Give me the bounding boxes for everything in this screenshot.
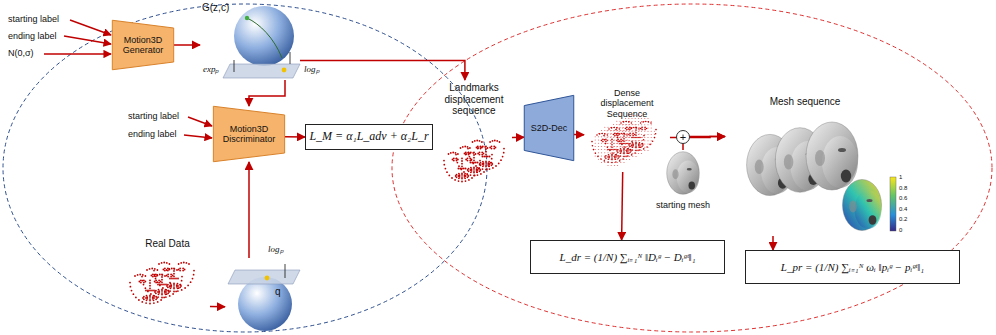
flow-arrow (210, 306, 225, 308)
starting-mesh: starting mesh (645, 150, 721, 212)
node-text: Motion3D Discriminator (217, 124, 281, 145)
landmark-points (615, 121, 657, 152)
flow-arrow (622, 172, 623, 240)
loss-box: L_dr = (1/N) ∑ᵢ₌₁ᴺ ‖Dᵢᵍ − Dᵢᵍᵗ‖₁ (530, 240, 725, 274)
generator-region (3, 4, 487, 332)
landmark-sequence: Landmarks displacement sequence (436, 80, 512, 195)
head-mesh (806, 122, 858, 190)
annotation-label: expₚ (203, 64, 220, 74)
flow-arrow (174, 44, 200, 46)
node-text: L_dr = (1/N) ∑ᵢ₌₁ᴺ ‖Dᵢᵍ − Dᵢᵍᵗ‖₁ (560, 251, 696, 264)
dense-points (595, 127, 631, 166)
annotation-label: 0.6 (899, 195, 907, 202)
node-text: Motion3D Generator (116, 35, 170, 56)
annotation-label: logₚ (268, 244, 284, 254)
text-holder: starting mesh (645, 150, 721, 212)
node-text: Dense displacement Sequence (588, 88, 666, 119)
node-text: Real Data (145, 238, 189, 250)
landmark-points (603, 127, 645, 158)
node-text: S2D-Dec (531, 123, 568, 133)
flow-arrow (248, 162, 250, 258)
node-text: G(z,c) (202, 2, 229, 14)
annotation-label: logₚ (304, 64, 320, 74)
text-holder: L_M = α₁L_adv + α₂L_r (306, 125, 432, 149)
landmark-points (467, 140, 505, 171)
color-bar (890, 177, 896, 231)
annotation-label: starting label (8, 14, 59, 24)
text-holder: L_dr = (1/N) ∑ᵢ₌₁ᴺ ‖Dᵢᵍ − Dᵢᵍᵗ‖₁ (531, 241, 724, 273)
node-text: Mesh sequence (770, 96, 841, 108)
flow-arrow (512, 136, 524, 138)
landmark-points (153, 262, 195, 293)
dense-points (619, 115, 655, 154)
sum-symbol: + (676, 130, 690, 144)
text-holder: Landmarks displacement sequence (436, 80, 512, 195)
node-text: L_pr = (1/N) ∑ᵢ₌₁ᴺ ωᵢ ‖pᵢᵍ − pᵢᵍᵗ‖₁ (781, 261, 924, 274)
real-data: Real Data (125, 236, 210, 320)
annotation-label: 1 (899, 174, 902, 181)
text-holder: q (275, 286, 281, 298)
head-mesh (843, 180, 882, 231)
head-mesh (667, 152, 700, 195)
loss-box: L_pr = (1/N) ∑ᵢ₌₁ᴺ ωᵢ ‖pᵢᵍ − pᵢᵍᵗ‖₁ (745, 250, 960, 284)
input-arrows (44, 20, 212, 138)
landmark-points (141, 268, 183, 299)
real-data-sphere: q (225, 258, 300, 333)
annotation-label: 0.2 (899, 216, 907, 223)
flow-arrow (772, 236, 774, 250)
mesh-sequence: Mesh sequence (725, 94, 885, 236)
loss-box: L_M = α₁L_adv + α₂L_r (305, 124, 433, 150)
node-text: L_M = α₁L_adv + α₂L_r (309, 130, 428, 144)
flow-arrow (574, 134, 584, 136)
text-holder: G(z,c) (202, 2, 229, 14)
node-text: q (275, 286, 281, 298)
flow-arrow (249, 80, 285, 106)
text-holder: S2D-Dec (524, 95, 574, 161)
generator-box: Motion3D Generator (112, 20, 174, 70)
annotation-label: ending label (8, 31, 57, 41)
annotation-label: 0 (899, 227, 902, 234)
annotation-label: 0.4 (899, 206, 907, 213)
node-text: starting mesh (656, 200, 710, 210)
dense-sequence: Dense displacement Sequence (584, 86, 670, 172)
annotation-label: starting label (128, 111, 179, 121)
real-data-sphere-outline (225, 258, 300, 333)
node-text: Landmarks displacement sequence (440, 82, 508, 117)
text-holder: Motion3D Generator (112, 20, 174, 70)
text-holder: Dense displacement Sequence (584, 86, 670, 172)
annotation-label: ending label (128, 129, 177, 139)
flow-arrow (300, 61, 465, 81)
decoder-box: S2D-Dec (524, 95, 574, 161)
landmark-points (129, 274, 171, 305)
flow-arrow (285, 136, 305, 138)
landmark-points (443, 152, 481, 183)
text-holder: L_pr = (1/N) ∑ᵢ₌₁ᴺ ωᵢ ‖pᵢᵍ − pᵢᵍᵗ‖₁ (746, 251, 959, 283)
landmark-points (455, 146, 493, 177)
discriminator-box: Motion3D Discriminator (213, 106, 285, 162)
dense-points (607, 121, 643, 160)
decoder-region (392, 4, 992, 332)
text-holder: Motion3D Discriminator (213, 106, 285, 162)
annotation-label: N(0,σ) (8, 48, 34, 58)
text-holder: Real Data (125, 236, 210, 320)
annotation-label: 0.8 (899, 185, 907, 192)
landmark-points (591, 133, 633, 164)
text-holder: Mesh sequence (725, 94, 885, 236)
